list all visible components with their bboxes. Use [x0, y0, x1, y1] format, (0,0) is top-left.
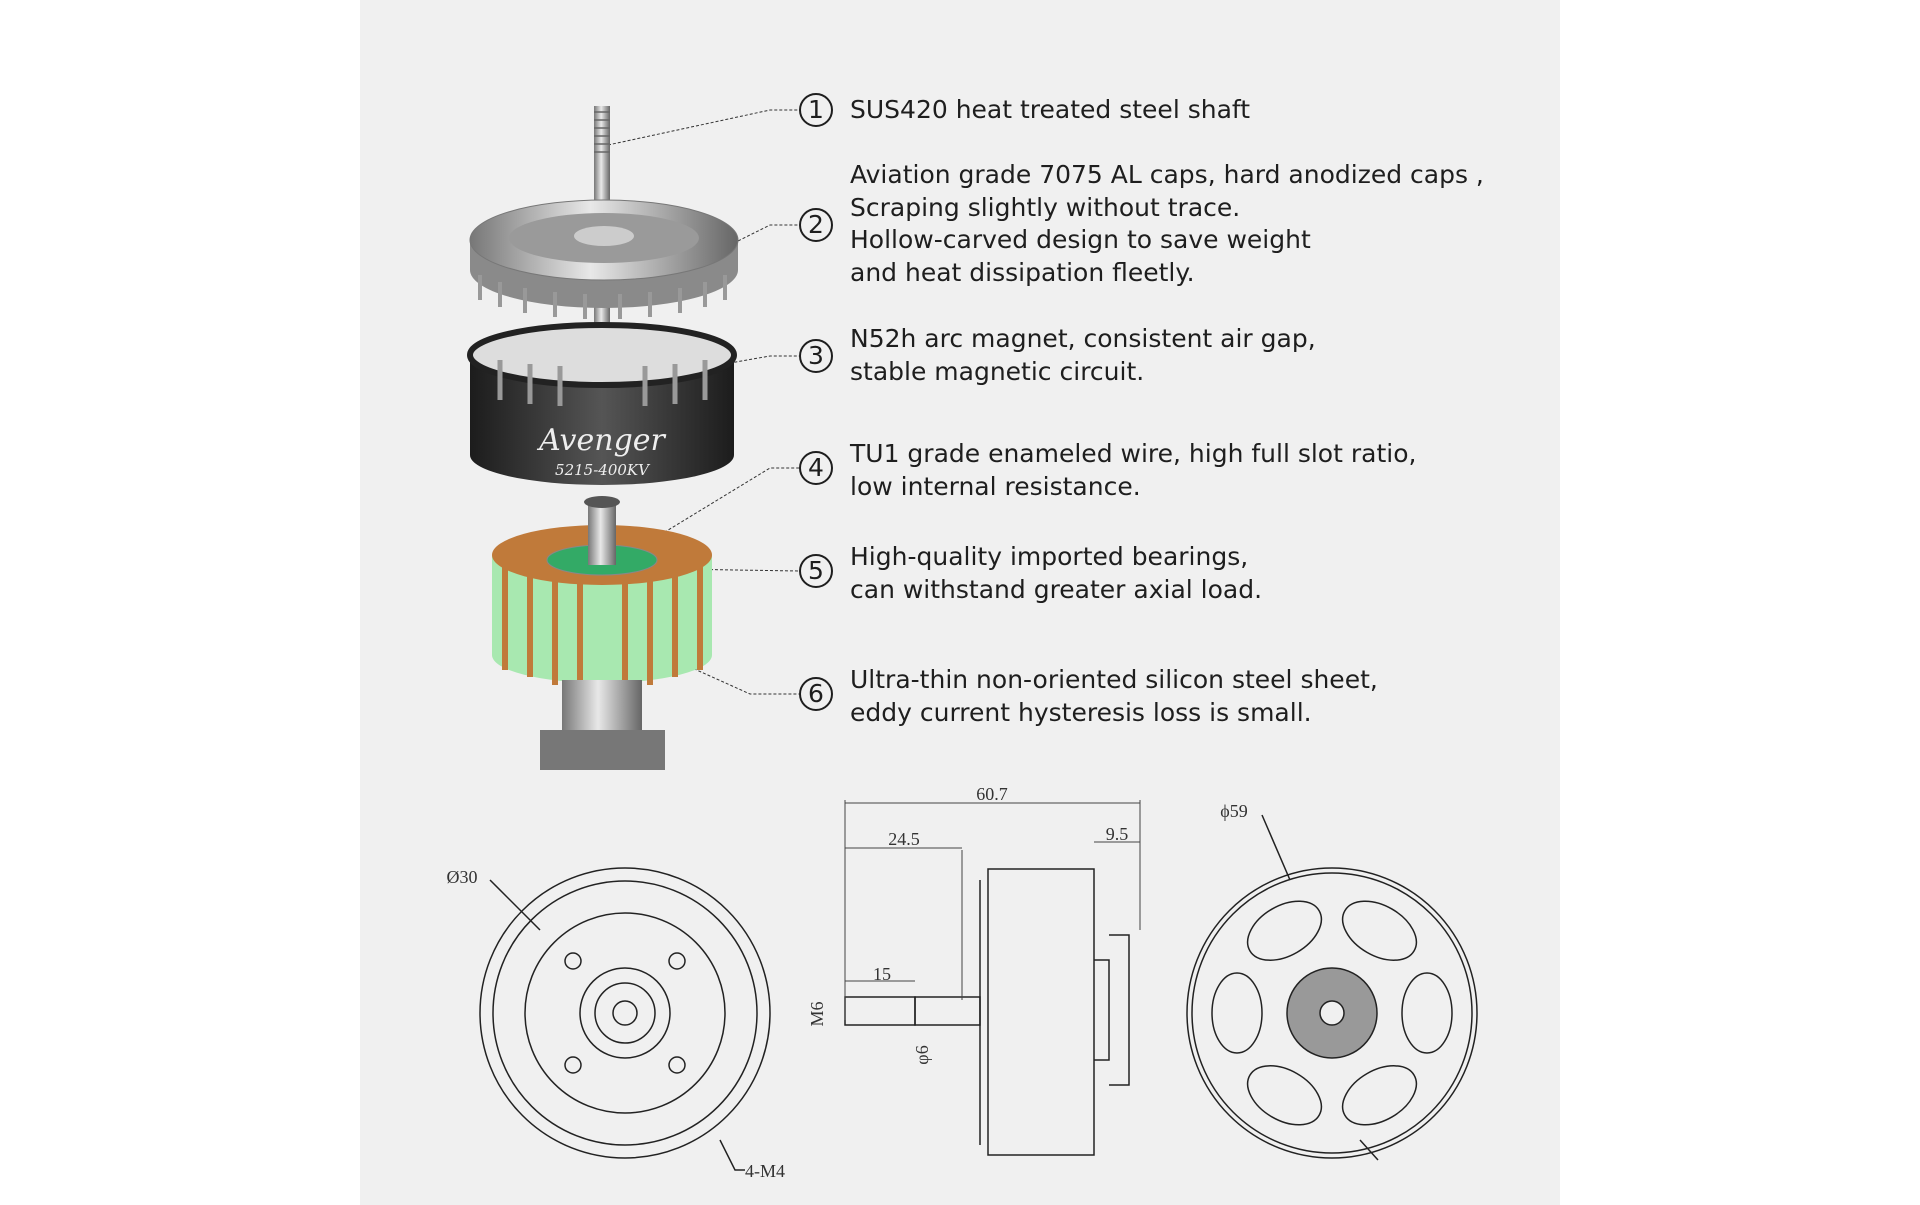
stator	[492, 496, 712, 770]
dim-thread-length: 15	[873, 964, 891, 984]
feature-line: Ultra-thin non-oriented silicon steel sh…	[850, 665, 1378, 694]
feature-line: and heat dissipation fleetly.	[850, 257, 1195, 287]
feature-line: Scraping slightly without trace.	[850, 192, 1241, 222]
dim-thread: M6	[807, 1001, 827, 1026]
magnet-bell: Avenger 5215-400KV	[467, 322, 737, 485]
dim-overall-length: 60.7	[976, 784, 1008, 804]
dim-shaft-diameter: φ6	[912, 1045, 932, 1064]
feature-3: N52h arc magnet, consistent air gap, sta…	[850, 323, 1316, 388]
feature-line: N52h arc magnet, consistent air gap,	[850, 324, 1316, 353]
feature-line: TU1 grade enameled wire, high full slot …	[850, 439, 1417, 468]
feature-line: Hollow-carved design to save weight	[850, 225, 1311, 254]
callout-number-6: 6	[799, 677, 833, 711]
feature-line: High-quality imported bearings,	[850, 542, 1249, 571]
callout-number-4: 4	[799, 451, 833, 485]
side-view-drawing	[844, 800, 1141, 1156]
callout-number-5: 5	[799, 554, 833, 588]
feature-1: SUS420 heat treated steel shaft	[850, 94, 1250, 127]
dim-body-diameter: ϕ59	[1220, 801, 1247, 821]
feature-5: High-quality imported bearings, can with…	[850, 541, 1262, 606]
feature-line: can withstand greater axial load.	[850, 574, 1263, 604]
feature-4: TU1 grade enameled wire, high full slot …	[850, 438, 1416, 503]
feature-line: SUS420 heat treated steel shaft	[850, 95, 1251, 124]
aluminum-cap	[469, 199, 739, 319]
feature-line: low internal resistance.	[850, 471, 1141, 501]
back-view-drawing	[1186, 814, 1478, 1161]
brand-logo: Avenger	[536, 423, 666, 458]
model-label: 5215-400KV	[555, 461, 651, 479]
feature-line: stable magnetic circuit.	[850, 356, 1145, 386]
feature-2: Aviation grade 7075 AL caps, hard anodiz…	[850, 159, 1484, 289]
dim-mount-holes: 4-M4	[745, 1161, 785, 1181]
dim-shaft-length: 24.5	[888, 829, 920, 849]
dim-mount-diameter: Ø30	[447, 867, 478, 887]
feature-line: Aviation grade 7075 AL caps, hard anodiz…	[850, 160, 1484, 189]
dim-base-height: 9.5	[1106, 824, 1129, 844]
feature-line: eddy current hysteresis loss is small.	[850, 697, 1312, 727]
feature-6: Ultra-thin non-oriented silicon steel sh…	[850, 664, 1378, 729]
front-view-drawing	[479, 867, 771, 1171]
callout-number-2: 2	[799, 208, 833, 242]
callout-number-3: 3	[799, 339, 833, 373]
callout-number-1: 1	[799, 93, 833, 127]
